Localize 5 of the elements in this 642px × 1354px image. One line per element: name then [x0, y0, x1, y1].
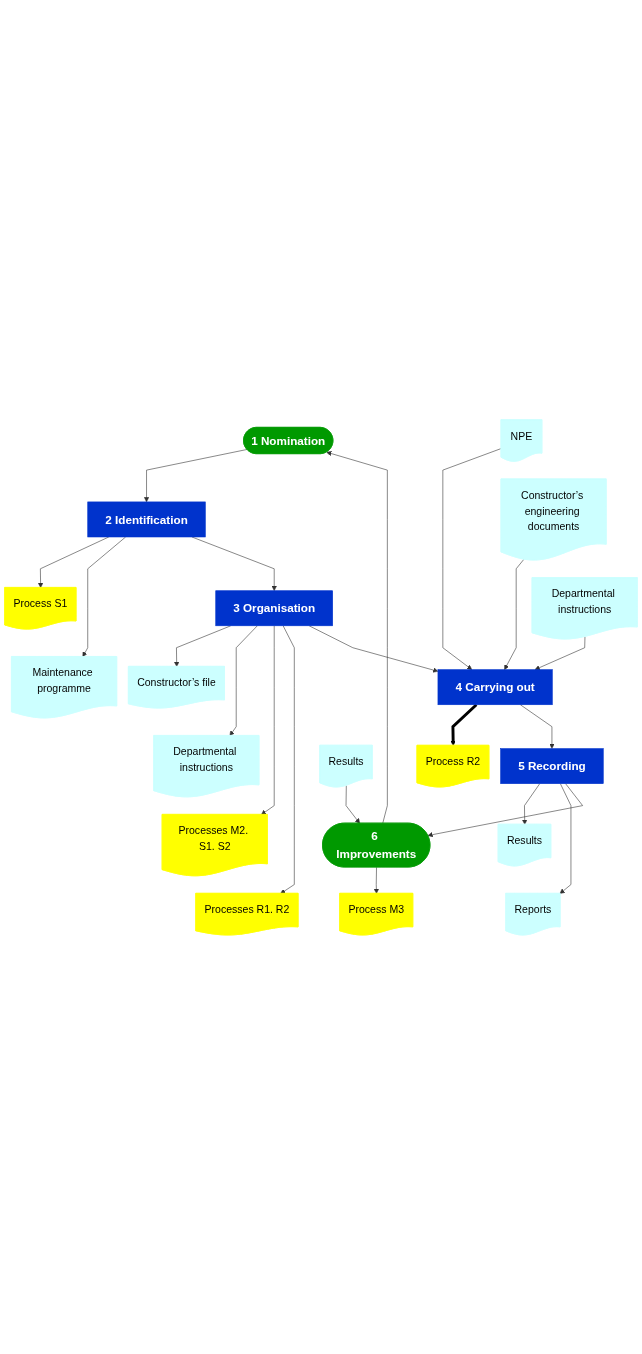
node-box: 5 Recording: [500, 748, 604, 784]
node-box: 4 Carrying out: [437, 669, 553, 705]
node-box: 3 Organisation: [215, 590, 333, 626]
arrow: [450, 703, 478, 746]
node-box: 2 Identification: [87, 501, 206, 537]
